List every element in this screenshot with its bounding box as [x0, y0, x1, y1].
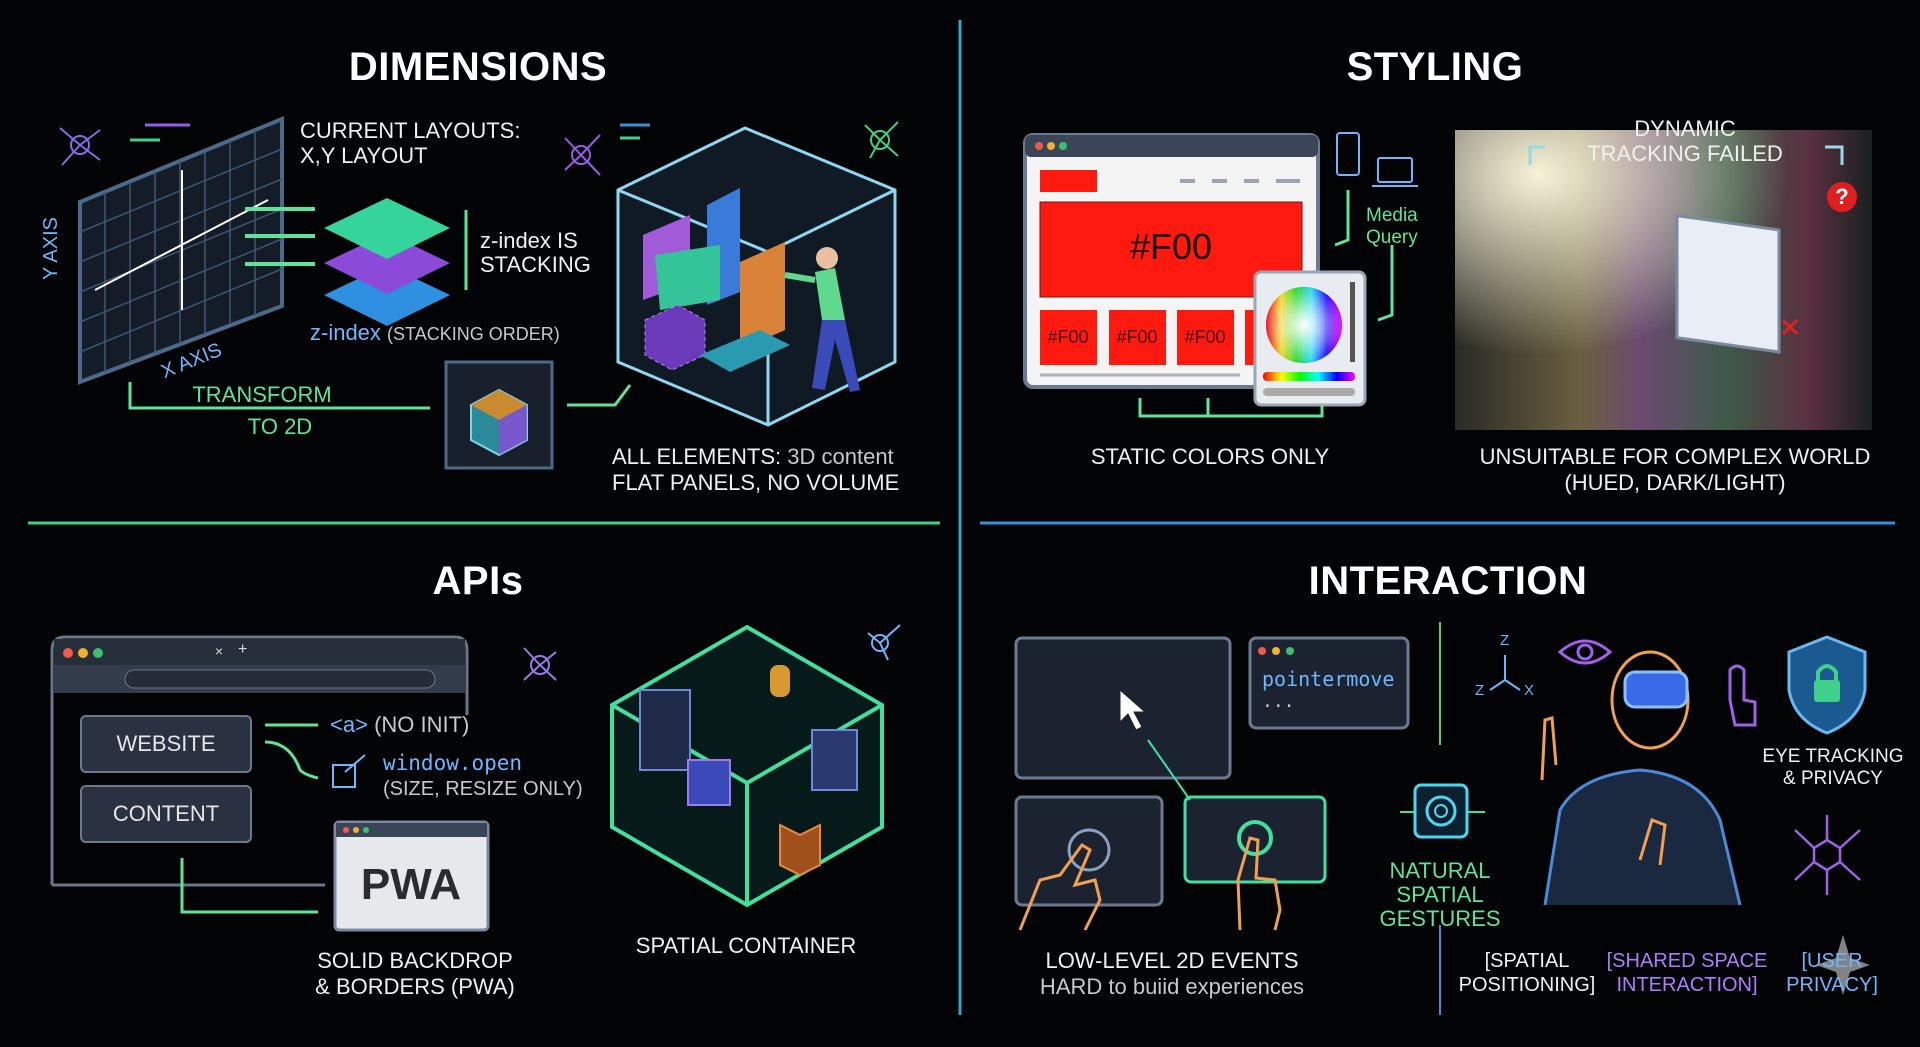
eye-icon: [1557, 639, 1613, 665]
browser-static-colors: [1023, 133, 1320, 389]
y-axis-label: Y AXIS: [40, 216, 62, 280]
network-icons: [59, 121, 899, 176]
hard-to-build-label: HARD to buiid experiences: [1039, 974, 1305, 999]
spatial-positioning-1: [SPATIAL: [1484, 950, 1570, 972]
spatial-container-label: SPATIAL CONTAINER: [635, 933, 857, 958]
static-colors-label: STATIC COLORS ONLY: [1090, 444, 1330, 469]
pwa-window: [333, 820, 490, 932]
interaction-title: INTERACTION: [1308, 559, 1588, 603]
current-layouts-label: CURRENT LAYOUTS:: [300, 118, 521, 143]
3d-content-label: 3D content: [787, 444, 894, 469]
external-link-icon: [332, 754, 366, 788]
stacking-label: STACKING: [480, 252, 591, 277]
unsuitable-label: UNSUITABLE FOR COMPLEX WORLD: [1479, 444, 1871, 469]
user-privacy-2: PRIVACY]: [1786, 974, 1878, 996]
spatial-positioning-2: POSITIONING]: [1458, 974, 1596, 996]
apis-title: APIs: [432, 559, 524, 603]
to-2d-label: TO 2D: [247, 414, 313, 439]
small-cube-box: [444, 360, 554, 470]
hero-color-code: #F00: [1129, 226, 1213, 267]
xy-grid-panel: [78, 116, 284, 385]
person-vr-headset: [1540, 639, 1757, 906]
window-open-label: window.open: [383, 751, 523, 775]
pwa-logo: PWA: [360, 860, 462, 909]
card-color-2: #F00: [1116, 327, 1158, 347]
axis-z2-label: Z: [1475, 682, 1485, 699]
sparkle-watermark: [1816, 935, 1870, 995]
shield-lock-icon: [1787, 635, 1867, 735]
code-ellipsis: ...: [1262, 691, 1295, 712]
z-index-is-label: z-index IS: [480, 228, 578, 253]
hued-label: (HUED, DARK/LIGHT): [1564, 470, 1786, 495]
cursor-icon: [1119, 688, 1147, 731]
person-pushing: [784, 247, 860, 392]
transform-label: TRANSFORM: [192, 382, 332, 407]
arrows-to-layers: [245, 207, 315, 266]
api-arrows: [180, 723, 319, 914]
dynamic-photo: [1455, 130, 1872, 430]
network-icons-apis: [523, 624, 901, 681]
card-color-1: #F00: [1047, 327, 1089, 347]
solid-backdrop-label: SOLID BACKDROP: [317, 948, 513, 973]
pointermove-label: pointermove: [1262, 667, 1395, 691]
new-tab-icon[interactable]: +: [238, 641, 248, 658]
chip-icon: [1400, 783, 1485, 839]
question-icon: ?: [1835, 184, 1849, 209]
axis-z-label: Z: [1500, 632, 1510, 649]
dimensions-title: DIMENSIONS: [348, 45, 608, 89]
natural-label: NATURAL: [1389, 858, 1491, 883]
device-icons: [1336, 132, 1418, 187]
3d-container-box: [616, 126, 897, 427]
spatial-container-cube: [610, 624, 884, 908]
color-picker: [1253, 270, 1367, 407]
z-index-label: z-index: [310, 320, 381, 345]
all-elements-label: ALL ELEMENTS:: [612, 444, 782, 469]
hand-icons: [1018, 836, 1282, 931]
privacy-label: & PRIVACY: [1783, 768, 1883, 789]
dynamic-label: DYNAMIC: [1634, 116, 1736, 141]
xy-layout-label: X,Y LAYOUT: [300, 143, 428, 168]
spatial-label: SPATIAL: [1396, 882, 1484, 907]
eye-tracking-label: EYE TRACKING: [1762, 746, 1904, 767]
stacking-order-label: (STACKING ORDER): [387, 324, 560, 344]
tab-close-icon[interactable]: ×: [215, 643, 224, 659]
media-label: Media: [1366, 205, 1418, 226]
styling-title: STYLING: [1346, 45, 1524, 89]
transform-arrow: [128, 382, 430, 410]
axes-icon: [1489, 655, 1521, 691]
tracking-failed-label: TRACKING FAILED: [1587, 141, 1783, 166]
shared-space-1: [SHARED SPACE: [1606, 950, 1768, 972]
website-button[interactable]: WEBSITE: [80, 715, 252, 773]
low-level-label: LOW-LEVEL 2D EVENTS: [1045, 948, 1299, 973]
touch-hand-icon: [1728, 664, 1757, 727]
flat-panels-label: FLAT PANELS, NO VOLUME: [612, 470, 900, 495]
media-query-arrows: [1138, 190, 1394, 418]
layers-icon: [324, 198, 450, 326]
content-button[interactable]: CONTENT: [80, 785, 252, 843]
anchor-tag-label: <a>: [330, 712, 368, 737]
user-privacy-1: [USER: [1801, 950, 1863, 972]
decor-dashes: [130, 123, 650, 142]
no-init-label: (NO INIT): [374, 712, 470, 737]
borders-pwa-label: & BORDERS (PWA): [315, 974, 515, 999]
axis-x-label: X: [1524, 682, 1535, 699]
card-color-3: #F00: [1184, 327, 1226, 347]
query-label: Query: [1366, 227, 1418, 248]
cube-arrows-icon: [1794, 815, 1861, 895]
size-resize-label: (SIZE, RESIZE ONLY): [383, 778, 583, 800]
gestures-label: GESTURES: [1379, 906, 1501, 931]
shared-space-2: INTERACTION]: [1616, 974, 1758, 996]
browser-frame: [50, 635, 469, 887]
